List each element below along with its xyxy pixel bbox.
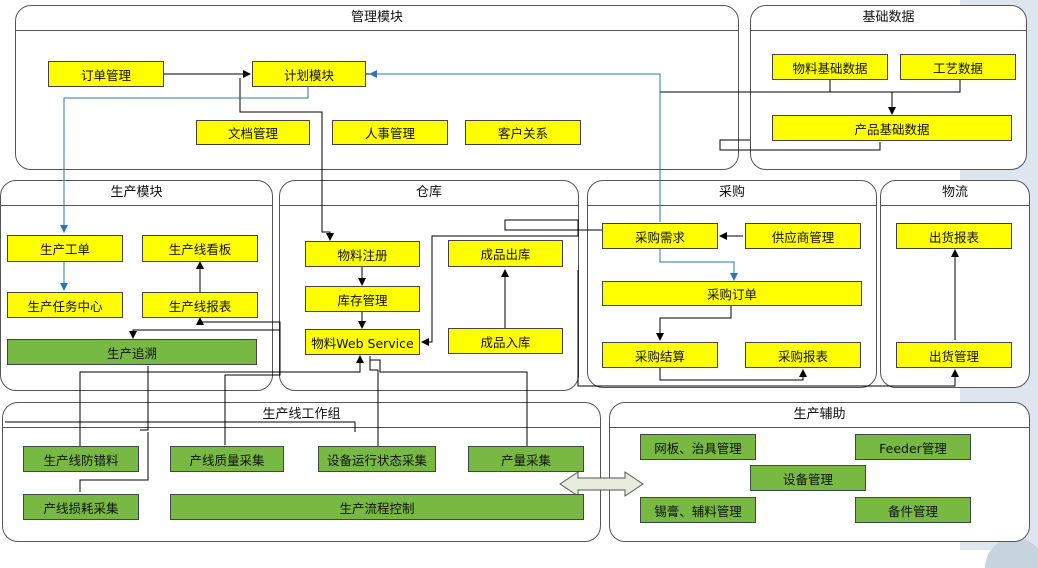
box-line-mistake-proof[interactable]: 生产线防错料: [23, 446, 139, 472]
box-line-quality[interactable]: 产线质量采集: [170, 446, 284, 472]
box-purchase-settle[interactable]: 采购结算: [602, 342, 718, 368]
box-doc-mgmt[interactable]: 文档管理: [196, 120, 310, 145]
box-supplier-mgmt[interactable]: 供应商管理: [745, 223, 861, 249]
group-title-production-aux: 生产辅助: [610, 403, 1029, 428]
box-process-data[interactable]: 工艺数据: [900, 54, 1016, 80]
group-line-workgroup: 生产线工作组: [2, 402, 601, 542]
group-title-line-workgroup: 生产线工作组: [3, 403, 600, 428]
box-customer-rel[interactable]: 客户关系: [465, 120, 581, 145]
box-solder-material[interactable]: 锡膏、辅料管理: [640, 497, 756, 523]
box-equip-mgmt[interactable]: 设备管理: [750, 465, 866, 491]
box-order-mgmt[interactable]: 订单管理: [48, 61, 164, 87]
box-output-collect[interactable]: 产量采集: [468, 446, 584, 472]
box-hr-mgmt[interactable]: 人事管理: [332, 120, 448, 145]
group-title-basic-data: 基础数据: [751, 6, 1026, 31]
box-stencil-fixture[interactable]: 网板、治具管理: [640, 434, 756, 460]
group-title-warehouse: 仓库: [280, 181, 578, 206]
box-material-basic[interactable]: 物料基础数据: [772, 54, 888, 80]
box-material-reg[interactable]: 物料注册: [305, 241, 420, 267]
group-title-purchasing: 采购: [588, 181, 876, 206]
box-ship-report[interactable]: 出货报表: [896, 223, 1012, 249]
box-spare-parts[interactable]: 备件管理: [855, 497, 971, 523]
box-plan-module[interactable]: 计划模块: [252, 61, 366, 87]
box-ship-mgmt[interactable]: 出货管理: [896, 342, 1012, 368]
group-basic-data: 基础数据: [750, 5, 1027, 170]
box-flow-control[interactable]: 生产流程控制: [170, 494, 584, 520]
group-title-production: 生产模块: [1, 181, 272, 206]
box-product-basic[interactable]: 产品基础数据: [772, 115, 1012, 141]
box-inventory-mgmt[interactable]: 库存管理: [305, 286, 420, 312]
group-title-logistics: 物流: [881, 181, 1029, 206]
box-line-report[interactable]: 生产线报表: [142, 292, 258, 318]
box-prod-trace[interactable]: 生产追溯: [7, 339, 257, 365]
group-title-management: 管理模块: [16, 6, 738, 31]
box-purchase-demand[interactable]: 采购需求: [602, 223, 718, 249]
box-purchase-report[interactable]: 采购报表: [745, 342, 861, 368]
box-feeder-mgmt[interactable]: Feeder管理: [855, 434, 971, 460]
box-task-center[interactable]: 生产任务中心: [7, 292, 123, 318]
box-finished-out[interactable]: 成品出库: [448, 240, 563, 267]
box-work-order[interactable]: 生产工单: [7, 235, 123, 262]
box-material-ws[interactable]: 物料Web Service: [305, 329, 420, 355]
box-finished-in[interactable]: 成品入库: [448, 328, 563, 354]
box-line-board[interactable]: 生产线看板: [142, 235, 258, 262]
group-management: 管理模块: [15, 5, 739, 170]
box-equip-status[interactable]: 设备运行状态采集: [318, 446, 436, 472]
box-line-consumption[interactable]: 产线损耗采集: [23, 494, 139, 520]
box-purchase-order[interactable]: 采购订单: [602, 281, 862, 306]
